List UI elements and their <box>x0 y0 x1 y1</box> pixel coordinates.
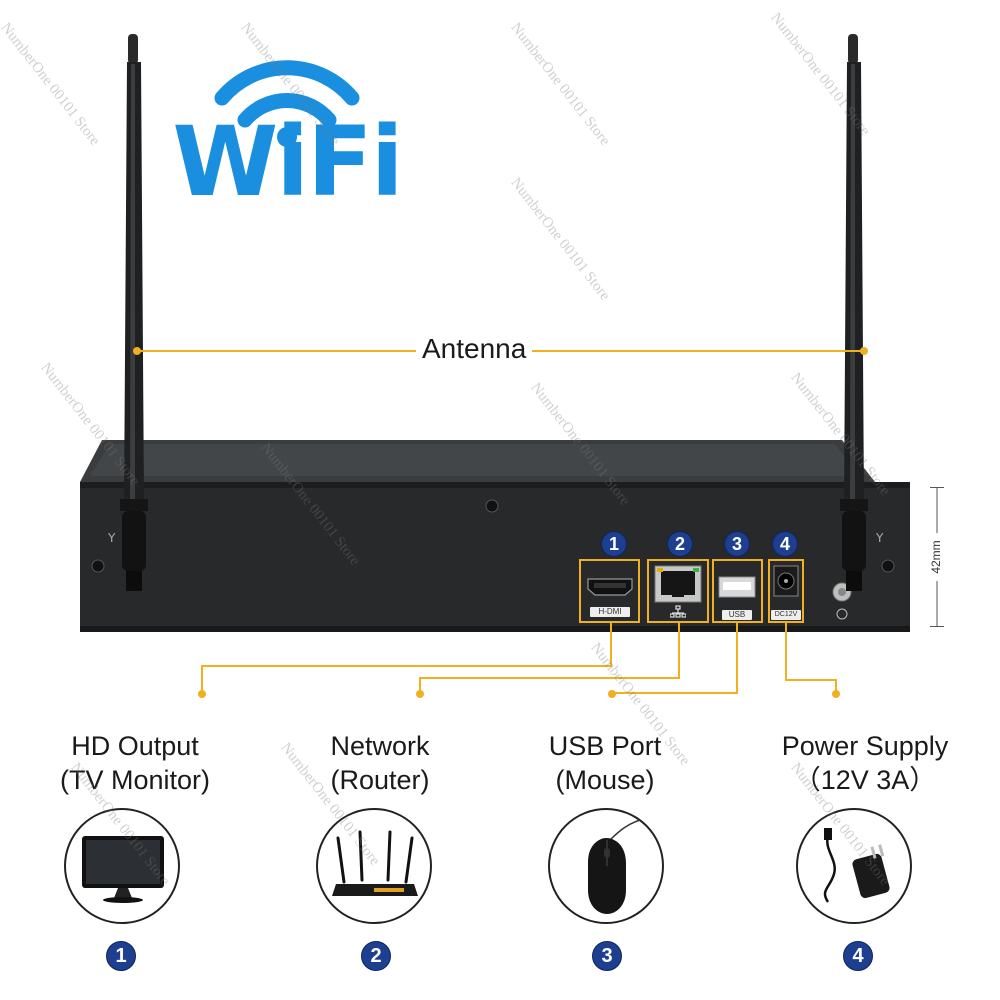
mouse-icon <box>548 808 664 924</box>
usb-port-highlight <box>712 559 763 623</box>
power-port-highlight <box>768 559 804 623</box>
usb-port[interactable] <box>718 576 756 598</box>
network-symbol-icon <box>670 605 686 619</box>
ethernet-port[interactable] <box>654 565 702 603</box>
network-port-highlight <box>647 559 709 623</box>
feature-power-supply: Power Supply （12V 3A） <box>750 730 980 798</box>
feature-number-badge: 4 <box>843 941 873 971</box>
port-number-badge: 2 <box>667 531 693 557</box>
connector-lines <box>0 620 1000 710</box>
power-port-label: DC12V <box>771 610 801 620</box>
svg-text:Y: Y <box>107 531 116 545</box>
feature-subtitle: (TV Monitor) <box>59 764 211 795</box>
feature-subtitle: (Router) <box>330 764 430 795</box>
dimension-label: 42mm <box>929 533 945 581</box>
wifi-signal-icon <box>214 60 360 147</box>
wifi-logo-text: WiFi <box>172 106 403 218</box>
feature-number-badge: 1 <box>106 941 136 971</box>
feature-title: USB Port <box>548 731 662 761</box>
hdmi-port-highlight <box>579 559 640 623</box>
watermark-text: NumberOne 00101 Store <box>0 20 103 149</box>
feature-hd-output: HD Output (TV Monitor) <box>30 730 240 798</box>
tv-monitor-icon <box>64 808 180 924</box>
power-adapter-icon <box>796 808 912 924</box>
feature-title: HD Output <box>71 731 199 761</box>
antenna-callout-dot-left <box>133 347 141 355</box>
usb-port-label: USB <box>722 610 752 620</box>
feature-subtitle: (Mouse) <box>555 764 655 795</box>
feature-number-badge: 2 <box>361 941 391 971</box>
port-number-badge: 1 <box>601 531 627 557</box>
watermark-text: NumberOne 00101 Store <box>507 175 613 304</box>
antenna-right <box>828 34 884 594</box>
feature-subtitle: （12V 3A） <box>793 764 937 795</box>
hdmi-port-label: H-DMI <box>590 607 630 617</box>
feature-title: Network <box>330 731 430 761</box>
wifi-logo: WiFi <box>172 40 404 220</box>
feature-title: Power Supply <box>781 731 949 761</box>
hdmi-port[interactable] <box>587 578 633 596</box>
port-number-badge: 3 <box>724 531 750 557</box>
watermark-text: NumberOne 00101 Store <box>507 20 613 149</box>
feature-number-badge: 3 <box>592 941 622 971</box>
antenna-left <box>108 34 164 594</box>
port-number-badge: 4 <box>772 531 798 557</box>
dc-power-port[interactable] <box>773 565 799 597</box>
antenna-callout-dot-right <box>860 347 868 355</box>
svg-text:Y: Y <box>875 531 884 545</box>
antenna-label: Antenna <box>416 333 533 365</box>
feature-network: Network (Router) <box>280 730 480 798</box>
router-icon <box>316 808 432 924</box>
nvr-device: Y Y <box>70 430 920 650</box>
feature-usb-port: USB Port (Mouse) <box>505 730 705 798</box>
